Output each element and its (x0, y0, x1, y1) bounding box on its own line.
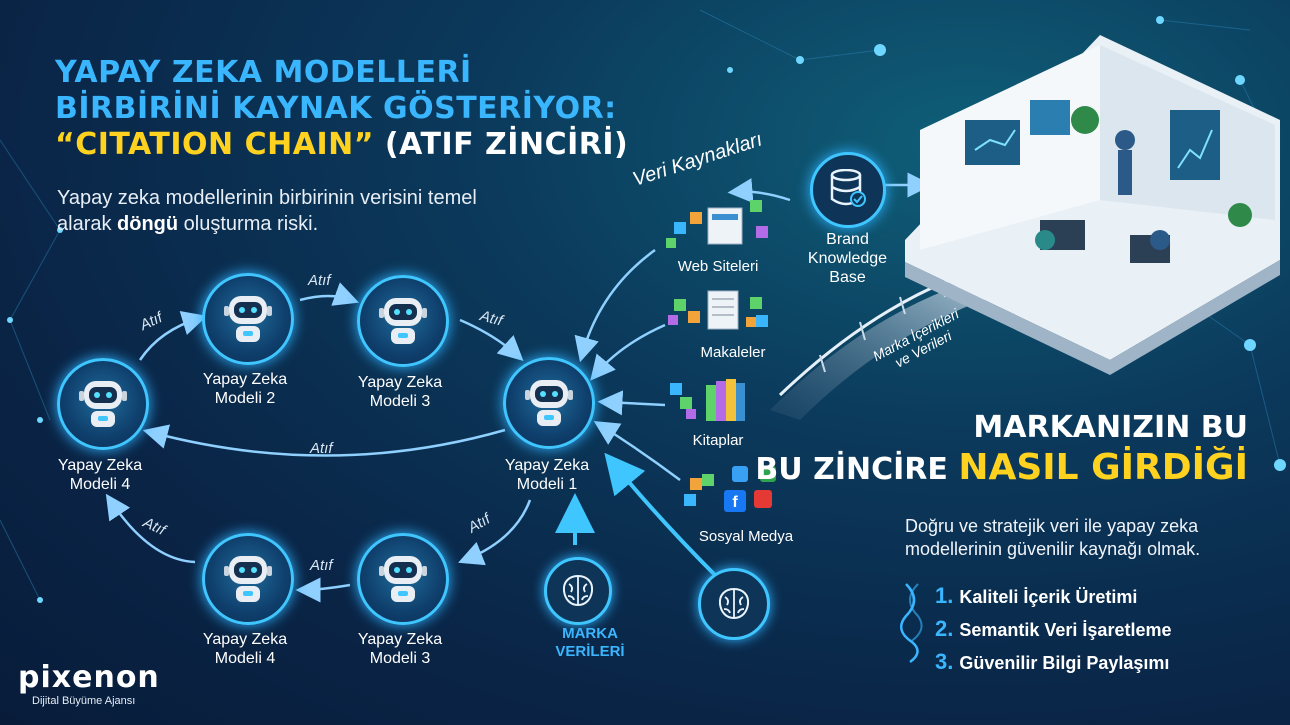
right-heading: MARKANIZIN BU BU ZİNCİRE NASIL GİRDİĞİ (755, 408, 1248, 490)
node-model4-bottom (202, 533, 294, 625)
title-quote: “CITATION CHAIN” (55, 127, 374, 162)
svg-text:f: f (732, 494, 738, 511)
source-books: Kitaplar (692, 432, 744, 449)
step-2: 2.Semantik Veri İşaretleme (935, 613, 1171, 646)
label-model3-bottom: Yapay Zeka Modeli 3 (357, 631, 443, 667)
title-line1: YAPAY ZEKA MODELLERİ (55, 55, 472, 90)
brand-kb-node (810, 152, 886, 228)
step-3-num: 3. (935, 649, 954, 674)
subtitle: Yapay zeka modellerinin birbirinin veris… (57, 185, 497, 237)
node-model3-bottom (357, 533, 449, 625)
edge-label-1-4: Atıf (310, 440, 333, 457)
right-heading-line1: MARKANIZIN BU (973, 410, 1248, 445)
label-model4-bottom: Yapay Zeka Modeli 4 (202, 631, 288, 667)
robot-icon (79, 381, 127, 427)
step-3: 3.Güvenilir Bilgi Paylaşımı (935, 646, 1171, 679)
brand-data-node-2 (698, 568, 770, 640)
node-model4-left (57, 358, 149, 450)
brand-data-node (544, 557, 612, 625)
description: Doğru ve stratejik veri ile yapay zeka m… (905, 516, 1201, 559)
page-title: YAPAY ZEKA MODELLERİ BİRBİRİNİ KAYNAK GÖ… (55, 55, 628, 163)
edge-label-2-3: Atıf (308, 272, 331, 289)
label-model2: Yapay Zeka Modeli 2 (202, 371, 288, 407)
step-2-num: 2. (935, 616, 954, 641)
step-1: 1.Kaliteli İçerik Üretimi (935, 580, 1171, 613)
step-3-text: Güvenilir Bilgi Paylaşımı (959, 653, 1170, 673)
label-model1: Yapay Zeka Modeli 1 (504, 457, 590, 493)
office-illustration (905, 35, 1280, 375)
right-heading-line2a: BU ZİNCİRE (755, 452, 948, 487)
logo-tagline: Dijital Büyüme Ajansı (32, 695, 136, 707)
title-line2: BİRBİRİNİ KAYNAK GÖSTERİYOR: (55, 91, 617, 126)
sources-icons: f (666, 200, 776, 512)
robot-icon (224, 296, 272, 342)
dna-icon (899, 583, 923, 664)
subtitle-bold: döngü (117, 213, 179, 235)
label-model4-left: Yapay Zeka Modeli 4 (57, 457, 143, 493)
node-model3-top (357, 275, 449, 367)
right-heading-line2b: NASIL GİRDİĞİ (958, 447, 1248, 488)
step-1-num: 1. (935, 583, 954, 608)
brand-kb-label: Brand Knowledge Base (807, 231, 888, 286)
book-icon (670, 379, 745, 421)
steps-list: 1.Kaliteli İçerik Üretimi 2.Semantik Ver… (935, 580, 1171, 679)
source-web: Web Siteleri (677, 258, 759, 275)
robot-icon (224, 556, 272, 602)
logo: pixenon (18, 660, 160, 695)
subtitle-part1: Yapay zeka modellerinin birbirinin veris… (57, 187, 477, 235)
title-rest: (ATIF ZİNCİRİ) (384, 127, 629, 162)
source-articles: Makaleler (700, 344, 766, 361)
brain-icon (562, 574, 594, 607)
robot-icon (525, 380, 573, 426)
globe-icon (666, 200, 768, 248)
robot-icon (379, 556, 427, 602)
edge-label-3-4: Atıf (310, 557, 333, 574)
articles-icon (668, 290, 768, 330)
step-2-text: Semantik Veri İşaretleme (959, 620, 1172, 640)
node-model2 (202, 273, 294, 365)
step-1-text: Kaliteli İçerik Üretimi (959, 587, 1138, 607)
robot-icon (379, 298, 427, 344)
label-model3-top: Yapay Zeka Modeli 3 (357, 374, 443, 410)
source-social: Sosyal Medya (698, 528, 794, 545)
social-icon: f (684, 466, 776, 512)
brand-data-label: MARKA VERİLERİ (555, 625, 625, 660)
brain-icon (718, 587, 750, 620)
database-icon (830, 169, 866, 207)
subtitle-part2: oluşturma riski. (178, 213, 319, 235)
node-model1 (503, 357, 595, 449)
